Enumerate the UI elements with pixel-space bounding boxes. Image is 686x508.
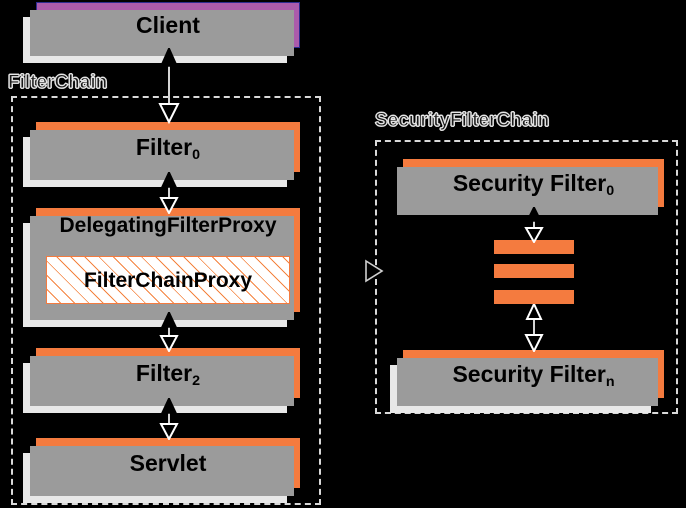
connector-proxy-to-securityfilterchain xyxy=(364,258,386,284)
node-filter-0-subscript: 0 xyxy=(192,147,201,164)
node-client[interactable]: Client xyxy=(23,2,300,63)
ellipsis-bar-3 xyxy=(494,240,574,254)
node-filter-chain-proxy-label: FilterChainProxy xyxy=(83,268,253,292)
filter0-shadow-dark xyxy=(30,130,294,180)
connector-delegating-filter2 xyxy=(157,312,181,352)
connector-client-filter0 xyxy=(157,48,181,124)
node-servlet-label: Servlet xyxy=(129,449,207,476)
connector-securityfilter0-bars xyxy=(522,207,546,243)
node-filter-0[interactable]: Filter0 xyxy=(23,122,300,187)
ellipsis-bar-1 xyxy=(494,290,574,304)
node-servlet[interactable]: Servlet xyxy=(23,438,300,503)
client-shadow-dark xyxy=(30,10,294,56)
node-delegating-filter-proxy-label: DelegatingFilterProxy xyxy=(59,214,277,237)
servlet-shadow-dark xyxy=(30,446,294,496)
node-filter-2[interactable]: Filter2 xyxy=(23,348,300,413)
filter2-shadow-dark xyxy=(30,356,294,406)
group-box-filterchain xyxy=(11,96,321,505)
node-filter-2-subscript: 2 xyxy=(192,373,201,390)
ellipsis-bar-2 xyxy=(494,264,574,278)
connector-filter2-servlet xyxy=(157,398,181,440)
connector-filter0-delegating xyxy=(157,172,181,214)
node-security-filter-n-label: Security Filtern xyxy=(452,360,615,391)
node-client-label: Client xyxy=(136,11,200,38)
connector-bars-securityfiltern xyxy=(522,304,546,352)
group-label-filterchain: FilterChain xyxy=(7,72,108,94)
node-security-filter-0-subscript: 0 xyxy=(606,183,615,200)
group-box-securityfilterchain xyxy=(375,140,678,414)
node-filter-0-label: Filter0 xyxy=(135,133,201,164)
node-security-filter-n[interactable]: Security Filtern xyxy=(390,350,664,413)
node-security-filter-n-subscript: n xyxy=(605,374,615,391)
security-filter-n-shadow-dark xyxy=(397,358,658,406)
node-delegating-filter-proxy[interactable]: DelegatingFilterProxy FilterChainProxy xyxy=(23,208,300,327)
node-security-filter-0[interactable]: Security Filter0 xyxy=(397,159,664,215)
node-filter-2-label: Filter2 xyxy=(135,359,201,390)
group-label-securityfilterchain: SecurityFilterChain xyxy=(374,110,550,132)
node-filter-chain-proxy[interactable]: FilterChainProxy xyxy=(46,256,290,304)
security-filter-0-shadow-dark xyxy=(397,167,658,215)
node-security-filter-0-label: Security Filter0 xyxy=(452,169,615,200)
